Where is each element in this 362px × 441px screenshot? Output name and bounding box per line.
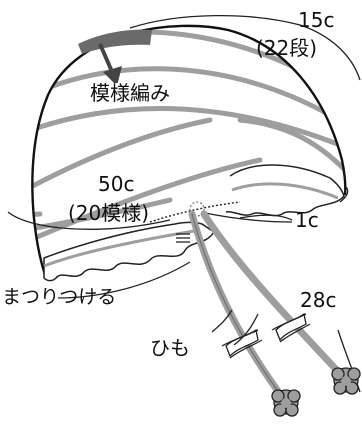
top-length-label: 15c — [298, 8, 335, 32]
flower-end-2 — [331, 367, 361, 395]
circumference-repeats-label: (20模様) — [68, 201, 150, 225]
brim-front — [43, 221, 216, 282]
finish-note-label: まつりつける — [2, 286, 117, 308]
circumference-arc-end — [339, 185, 349, 203]
pattern-stripes — [32, 29, 346, 243]
tie-strings — [188, 210, 348, 402]
flower-end-1 — [271, 389, 301, 417]
tie-length-label: 28c — [300, 288, 337, 312]
top-length-arc — [129, 14, 361, 81]
tack-marks — [176, 233, 190, 243]
crown-outline — [31, 24, 347, 279]
tie-knot — [189, 201, 205, 217]
tie-label: ひも — [150, 336, 190, 360]
top-rows-label: (22段) — [256, 36, 318, 60]
finish-leader — [57, 261, 191, 299]
circumference-arc — [7, 211, 171, 230]
circumference-label: 50c — [98, 172, 135, 196]
tie-leader-2 — [233, 313, 259, 346]
tie-leader-1 — [211, 309, 233, 333]
gap-leader — [239, 214, 293, 221]
gap-label: 1c — [295, 208, 319, 232]
body-pattern-label: 模様編み — [88, 81, 172, 105]
direction-arrow-icon — [98, 43, 122, 86]
crown-top — [78, 29, 152, 54]
brim-back — [225, 164, 345, 217]
